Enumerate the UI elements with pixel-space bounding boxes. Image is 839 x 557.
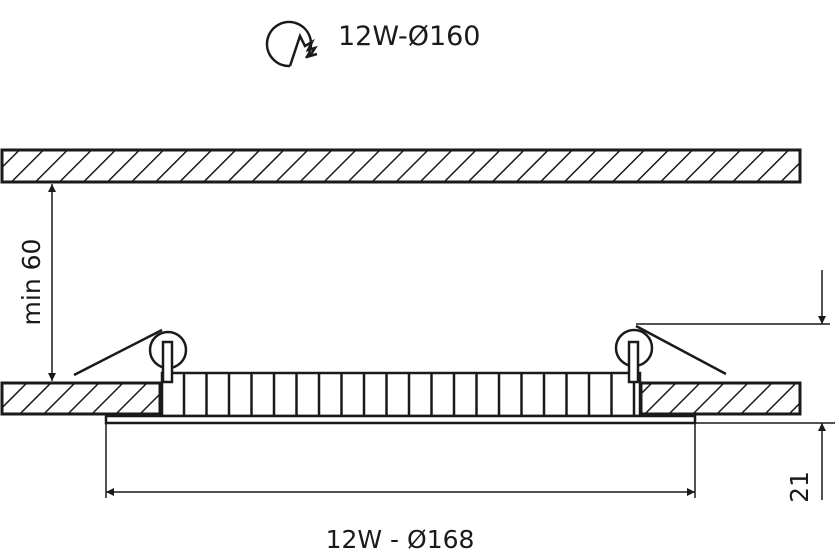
min-depth-label: min 60 bbox=[17, 239, 46, 326]
height-dimension bbox=[636, 270, 835, 500]
cutout-hole-icon bbox=[265, 20, 318, 68]
spring-clip-left bbox=[73, 328, 188, 384]
cutout-label: 12W-Ø160 bbox=[338, 21, 481, 52]
ceiling-slab bbox=[0, 148, 802, 184]
ceiling-panel-right bbox=[639, 381, 802, 416]
outer-diameter-dimension bbox=[105, 423, 696, 498]
spring-clip-right bbox=[614, 324, 727, 384]
outer-diameter-label: 12W - Ø168 bbox=[326, 525, 475, 554]
ceiling-panel-left bbox=[0, 381, 162, 416]
luminaire-body bbox=[104, 371, 697, 425]
height-label: 21 bbox=[785, 471, 814, 503]
